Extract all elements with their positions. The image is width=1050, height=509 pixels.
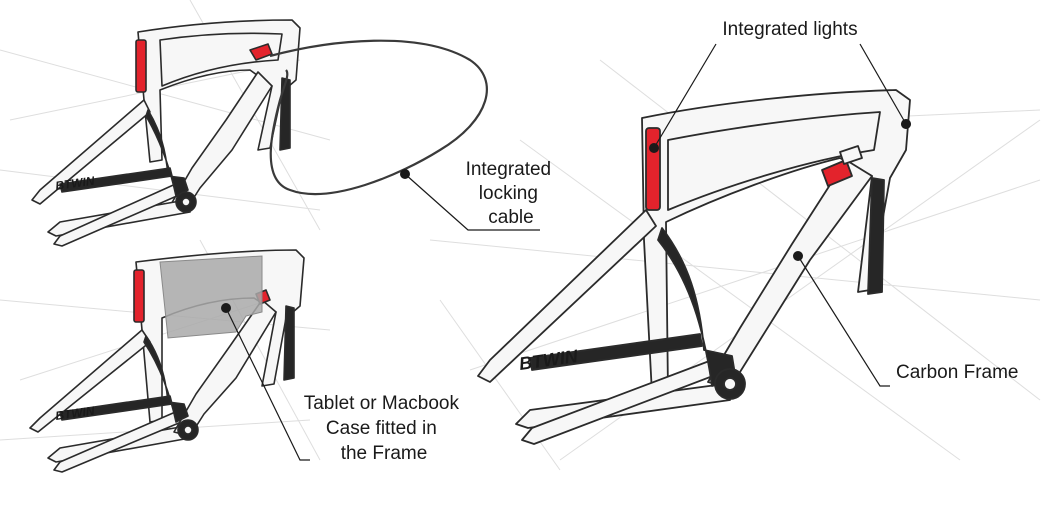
label-tablet-case-line1: Tablet or Macbook [304,393,460,414]
brand-logo-bottom-left: BTWIN [54,404,95,423]
label-locking-cable-line1: Integrated [466,159,552,180]
label-tablet-case-line2: Case fitted in [326,418,437,439]
label-tablet-case: Tablet or Macbook Case fitted in the Fra… [304,393,465,464]
label-carbon-frame: Carbon Frame [896,362,1019,383]
frame-top-left [31,19,301,247]
tablet-case [159,255,263,339]
label-locking-cable-line3: cable [488,207,533,228]
brand-logo-main: BTWIN [518,346,580,374]
label-integrated-lights: Integrated lights [722,19,857,40]
callout-leaders [225,43,907,461]
label-locking-cable-line2: locking [479,183,538,204]
label-locking-cable: Integrated locking cable [466,159,557,228]
locking-cable [269,39,488,196]
callout-dots [221,119,911,313]
brand-logo-top-left: BTWIN [54,174,95,193]
label-tablet-case-line3: the Frame [341,443,428,464]
